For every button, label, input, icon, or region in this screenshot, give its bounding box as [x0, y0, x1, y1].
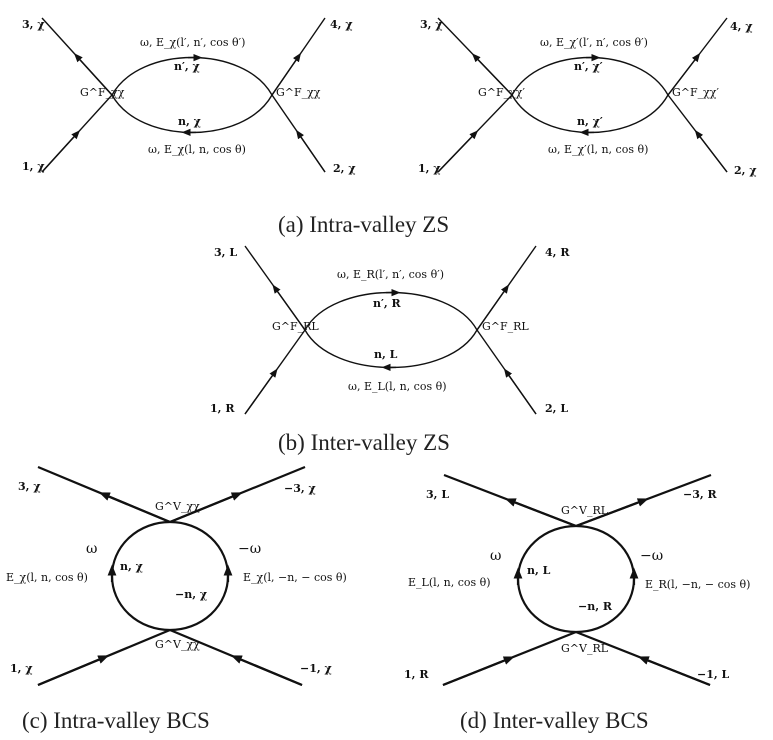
leg-2-arrow: [295, 129, 326, 173]
bottom-line-label: ω, E_L(l, n, cos θ): [348, 380, 447, 393]
left-inner-label: n, χ: [120, 560, 143, 573]
right-frequency: −ω: [238, 541, 261, 557]
ext-label-4: 4, χ: [330, 18, 353, 31]
bottom-inner-label: n, χ′: [577, 115, 603, 128]
vertex-top-label: G^V_RL: [561, 504, 609, 517]
diagram-a-right: ω, E_χ′(l′, n′, cos θ′) n′, χ′ n, χ′ ω, …: [418, 17, 757, 177]
vertex-left-label: G^F_χχ′: [478, 86, 525, 99]
diagram-b: ω, E_R(l′, n′, cos θ′) n′, R n, L ω, E_L…: [210, 245, 570, 415]
vertex-left-label: G^F_RL: [272, 320, 319, 333]
caption-a: (a) Intra-valley ZS: [278, 212, 449, 237]
caption-d: (d) Inter-valley BCS: [460, 708, 649, 733]
ext-label-1: 1, χ: [10, 662, 33, 675]
ext-label-minus-1: −1, L: [697, 668, 730, 681]
vertex-top-label: G^V_χχ: [155, 500, 200, 513]
right-inner-label: −n, R: [578, 600, 613, 613]
leg-1-arrow: [41, 130, 81, 173]
leg-2-arrow: [694, 129, 728, 173]
bottom-line-label: ω, E_χ′(l, n, cos θ): [548, 143, 648, 156]
ext-label-2: 2, L: [545, 402, 568, 415]
left-inner-label: n, L: [527, 564, 551, 577]
leg-2-arrow: [503, 368, 537, 415]
ext-label-3: 3, χ: [22, 18, 45, 31]
top-line-label: ω, E_R(l′, n′, cos θ′): [337, 268, 444, 281]
ext-label-3: 3, L: [426, 488, 449, 501]
ext-label-1: 1, R: [404, 668, 429, 681]
ext-label-2: 2, χ: [333, 162, 356, 175]
leg-minus-1-arrow: [637, 656, 711, 687]
ext-label-1: 1, χ: [418, 162, 441, 175]
right-frequency: −ω: [640, 548, 663, 564]
ext-label-3: 3, χ: [420, 18, 443, 31]
leg-1-arrow: [437, 130, 479, 173]
leg-3-arrow: [73, 53, 113, 96]
top-inner-label: n′, R: [373, 297, 402, 310]
leg-3-arrow: [272, 284, 306, 331]
top-line-label: ω, E_χ(l′, n′, cos θ′): [140, 36, 245, 49]
leg-minus-3-arrow: [575, 498, 649, 528]
ext-label-minus-1: −1, χ: [300, 662, 332, 675]
ext-label-minus-3: −3, χ: [284, 482, 316, 495]
loop-circle: [110, 520, 230, 632]
ext-label-1: 1, χ: [22, 160, 45, 173]
leg-minus-3-arrow: [169, 492, 243, 524]
left-frequency: ω: [86, 541, 97, 557]
leg-1-arrow: [37, 655, 110, 687]
ext-label-3: 3, χ: [18, 480, 41, 493]
vertex-bottom-label: G^V_RL: [561, 642, 609, 655]
leg-3-arrow: [471, 53, 513, 96]
bottom-inner-label: n, L: [374, 348, 398, 361]
caption-b: (b) Inter-valley ZS: [278, 430, 450, 455]
leg-1-arrow: [442, 656, 515, 687]
top-line-label: ω, E_χ′(l′, n′, cos θ′): [540, 36, 648, 49]
leg-1-arrow: [244, 368, 278, 415]
top-inner-label: n′, χ′: [574, 60, 603, 73]
bottom-inner-label: n, χ: [178, 115, 201, 128]
left-frequency: ω: [490, 548, 501, 564]
leg-4-arrow: [476, 284, 510, 331]
vertex-bottom-label: G^V_χχ: [155, 638, 200, 651]
left-energy-label: E_χ(l, n, cos θ): [6, 571, 88, 584]
diagram-c: G^V_χχ G^V_χχ ω −ω E_χ(l, n, cos θ) E_χ(…: [6, 465, 347, 687]
diagram-d: G^V_RL G^V_RL ω −ω E_L(l, n, cos θ) E_R(…: [404, 473, 750, 687]
vertex-left-label: G^F_χχ: [80, 86, 125, 99]
left-energy-label: E_L(l, n, cos θ): [408, 576, 491, 589]
leg-3-arrow: [504, 498, 577, 528]
leg-4-arrow: [667, 52, 701, 96]
ext-label-4: 4, R: [545, 246, 570, 259]
right-energy-label: E_R(l, −n, − cos θ): [645, 578, 750, 591]
bottom-line-label: ω, E_χ(l, n, cos θ): [148, 143, 246, 156]
vertex-right-label: G^F_χχ′: [672, 86, 719, 99]
vertex-right-label: G^F_χχ: [276, 86, 321, 99]
leg-4-arrow: [271, 52, 302, 96]
ext-label-1: 1, R: [210, 402, 235, 415]
ext-label-3: 3, L: [214, 246, 237, 259]
ext-label-2: 2, χ: [734, 164, 757, 177]
leg-3-arrow: [98, 492, 171, 524]
vertex-right-label: G^F_RL: [482, 320, 529, 333]
leg-minus-1-arrow: [230, 655, 303, 687]
right-energy-label: E_χ(l, −n, − cos θ): [243, 571, 347, 584]
top-inner-label: n′, χ: [174, 60, 200, 73]
diagram-a-left: ω, E_χ(l′, n′, cos θ′) n′, χ n, χ ω, E_χ…: [22, 17, 356, 175]
right-inner-label: −n, χ: [175, 588, 207, 601]
caption-c: (c) Intra-valley BCS: [22, 708, 210, 733]
ext-label-minus-3: −3, R: [683, 488, 718, 501]
ext-label-4: 4, χ: [730, 20, 753, 33]
loop-circle: [516, 524, 636, 634]
